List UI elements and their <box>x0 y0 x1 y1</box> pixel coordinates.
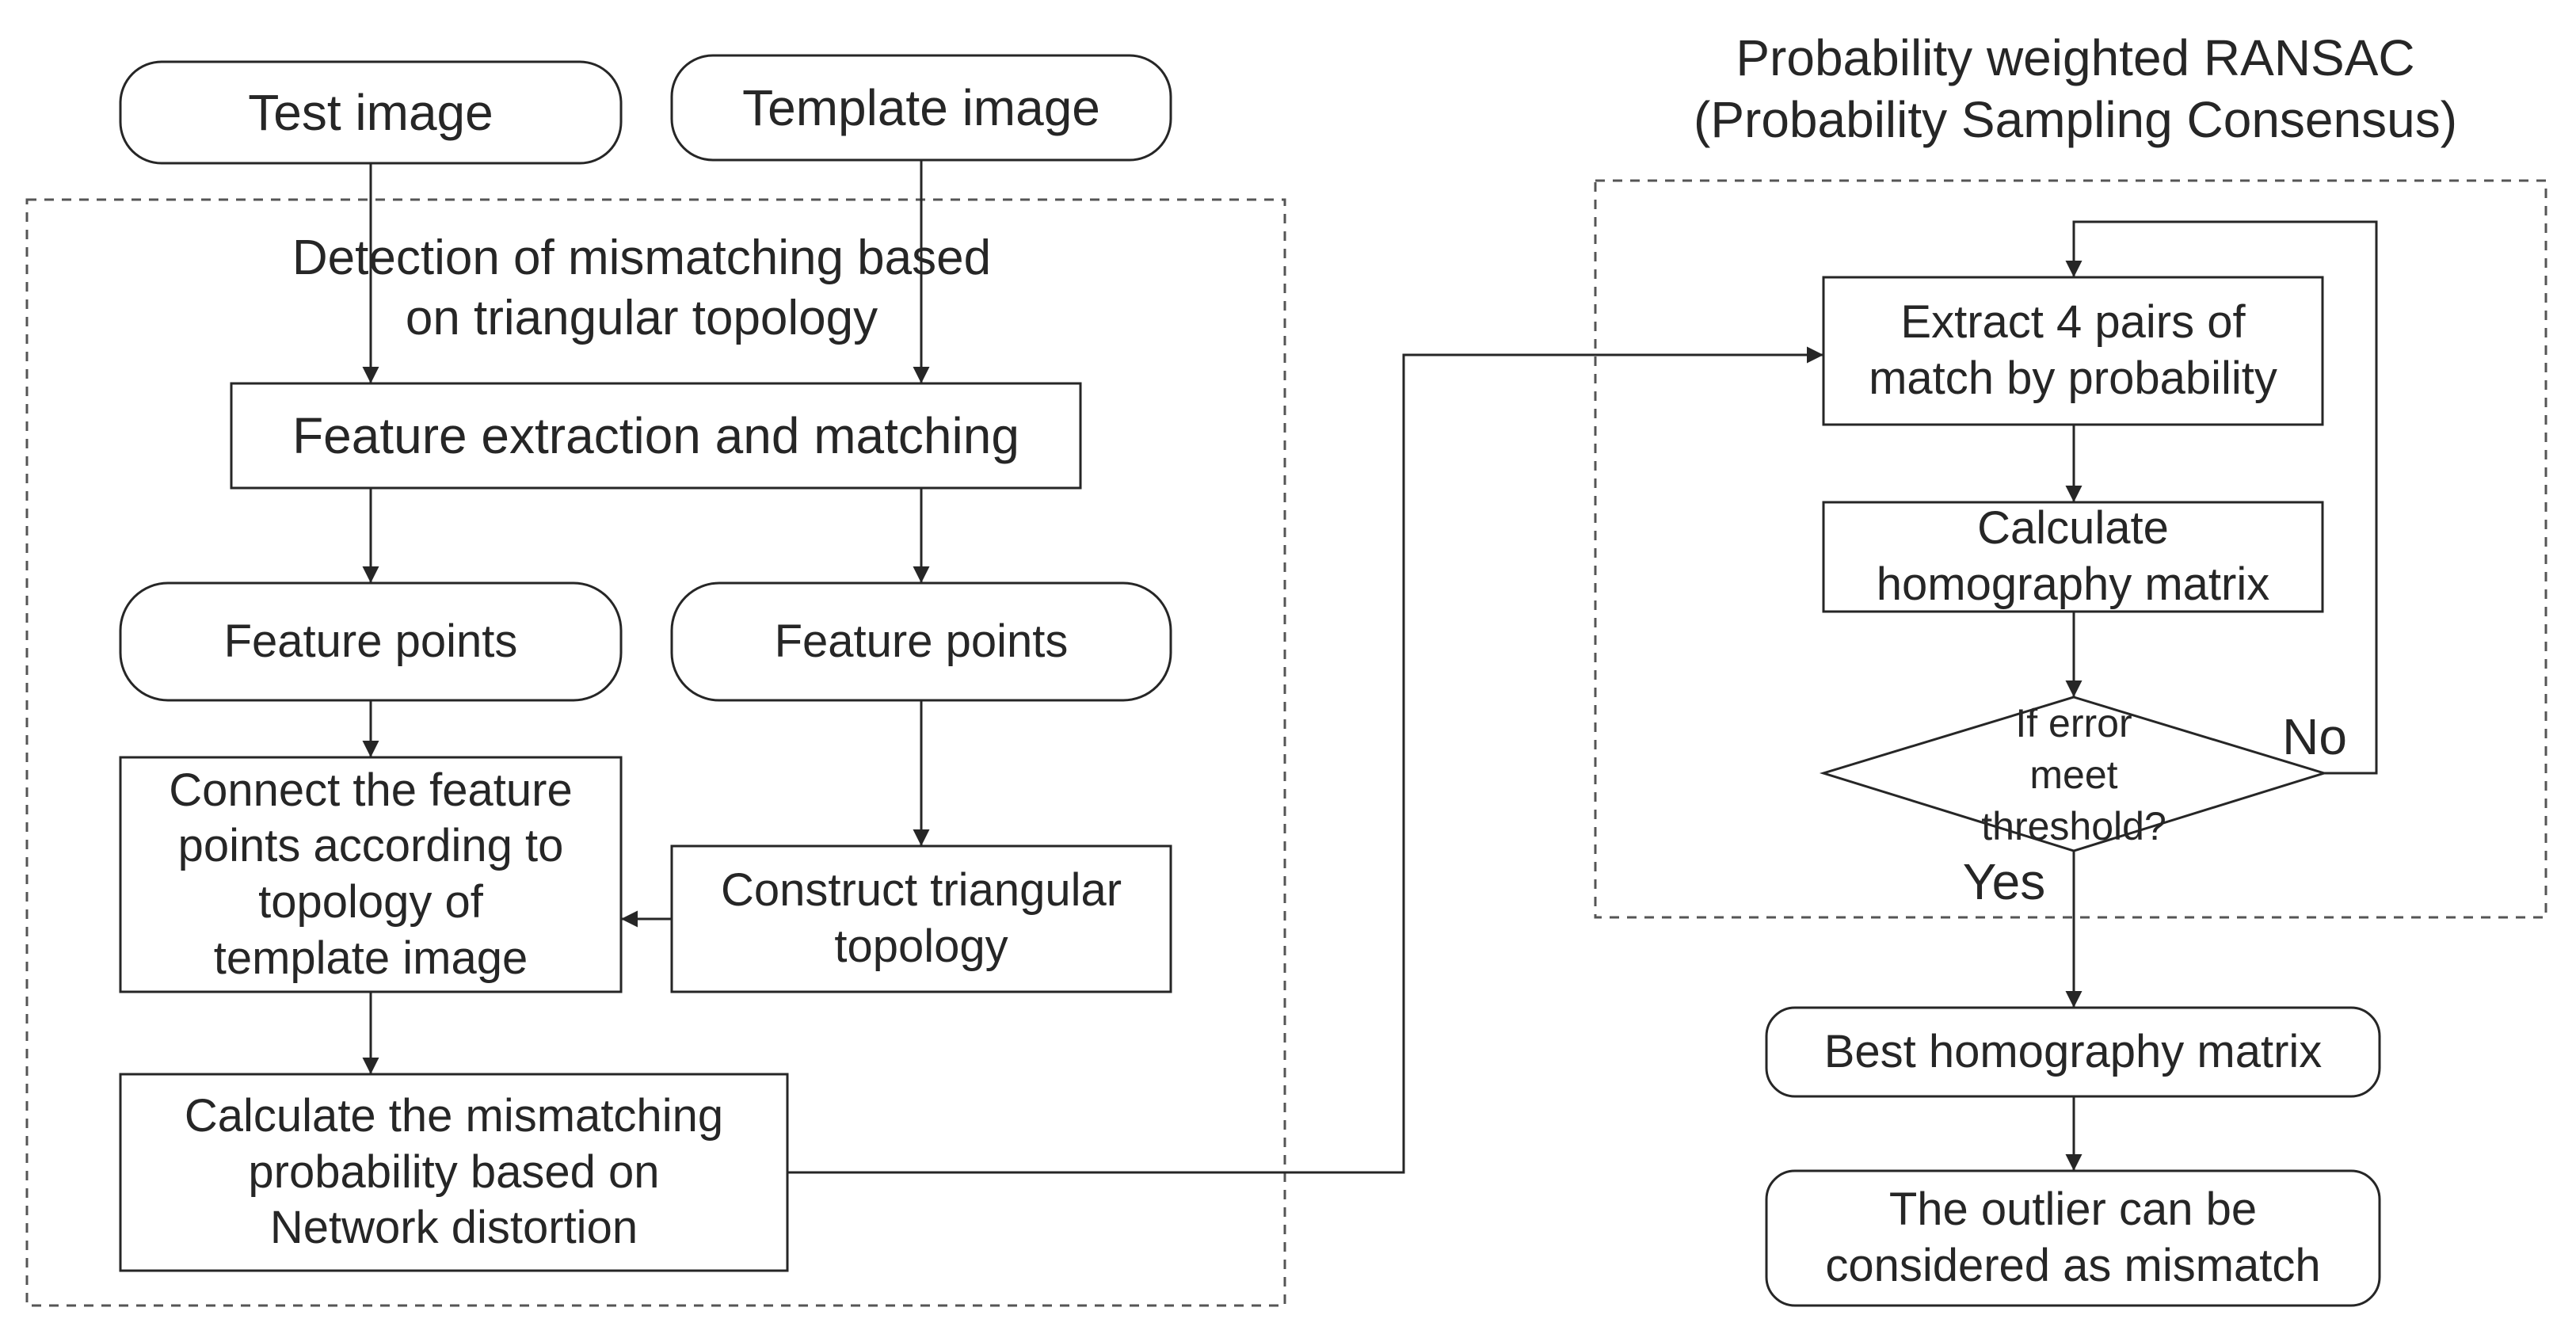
edge-probability-to-extract-pairs <box>787 346 1823 1174</box>
node-decision-label: If error meet threshold? <box>1981 700 2166 848</box>
node-feature-points-right-label: Feature points <box>774 615 1069 667</box>
group-ransac-title: Probability weighted RANSAC (Probability… <box>1694 29 2457 148</box>
node-mismatch-probability-label: Calculate the mismatching probability ba… <box>184 1089 724 1254</box>
group-mismatch-detection <box>25 198 1286 1307</box>
node-feature-points-left-label: Feature points <box>223 615 518 667</box>
node-best-homography-label: Best homography matrix <box>1823 1025 2323 1077</box>
node-test-image-label: Test image <box>248 83 493 141</box>
node-extract-pairs-label: Extract 4 pairs of match by probability <box>1869 296 2277 404</box>
node-mismatch-probability <box>119 1073 789 1272</box>
node-extract-pairs <box>1822 276 2324 426</box>
group-mismatch-detection-title: Detection of mismatching based on triang… <box>292 231 992 345</box>
node-feature-extraction <box>230 382 1082 490</box>
node-calc-homography <box>1822 501 2324 613</box>
edge-label-yes: Yes <box>1962 852 2046 910</box>
node-connect-points-label: Connect the feature points according to … <box>169 764 573 984</box>
edge-label-no: No <box>2282 707 2347 765</box>
node-calc-homography-label: Calculate homography matrix <box>1876 502 2270 610</box>
edge-decision-no-loop <box>2065 220 2378 775</box>
node-template-image-label: Template image <box>742 78 1100 136</box>
group-ransac <box>1594 179 2547 919</box>
node-feature-extraction-label: Feature extraction and matching <box>292 406 1019 464</box>
node-construct-topology-label: Construct triangular topology <box>720 864 1122 972</box>
node-outlier-label: The outlier can be considered as mismatc… <box>1825 1184 2321 1291</box>
